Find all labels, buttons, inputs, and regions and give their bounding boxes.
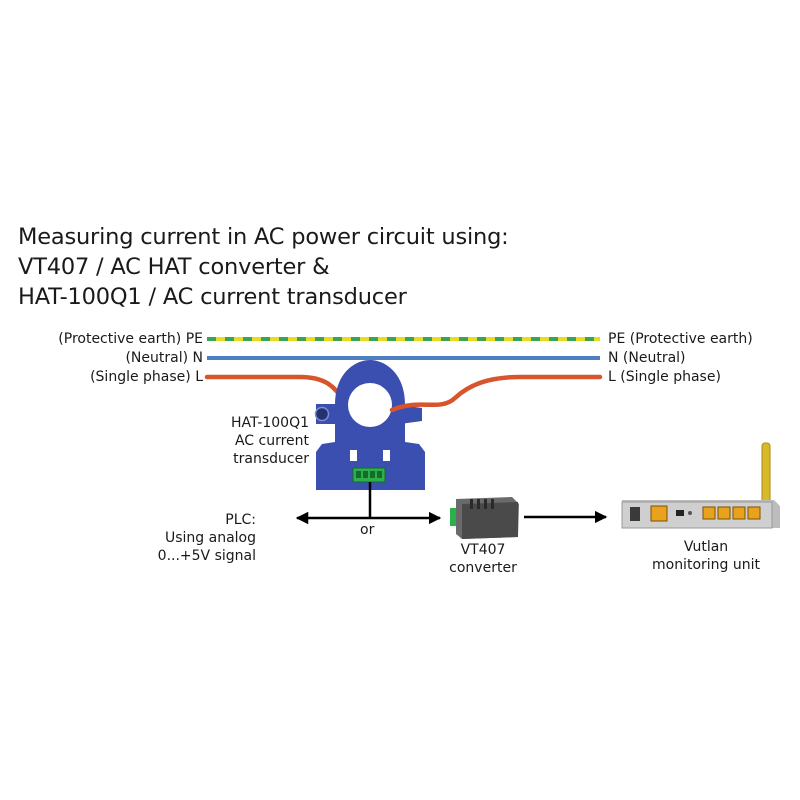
monitoring-unit-label-line-1: Vutlan [683,539,729,555]
neutral-right-label: N (Neutral) [608,350,686,366]
port-icon [702,506,716,520]
current-transducer [314,360,425,490]
title-line-2: VT407 / AC HAT converter & [18,254,330,280]
plc-label-line-2: Using analog [164,530,256,546]
transducer-aperture [348,383,392,427]
title-line-1: Measuring current in AC power circuit us… [18,224,509,250]
vt407-converter-device [450,497,519,539]
phase-right-label: L (Single phase) [608,369,721,385]
vutlan-monitoring-unit [621,442,780,529]
plc-label: PLC: Using analog 0...+5V signal [158,511,256,565]
diagram-title: Measuring current in AC power circuit us… [18,222,509,312]
converter-label-line-1: VT407 [460,542,506,558]
transducer-label-line-2: AC current [234,433,309,449]
transducer-hinge-icon [314,406,330,422]
title-line-3: HAT-100Q1 / AC current transducer [18,284,407,310]
plc-label-line-3: 0...+5V signal [157,548,256,564]
monitoring-unit-label-line-2: monitoring unit [651,557,760,573]
or-label: or [360,522,375,538]
phase-left-label: (Single phase) L [90,369,203,385]
transducer-label: HAT-100Q1 AC current transducer [231,414,309,468]
pe-right-label: PE (Protective earth) [608,331,753,347]
mounting-hole-left-icon [350,450,357,461]
transducer-right-tab [400,405,422,424]
plc-label-line-1: PLC: [225,512,256,528]
port-icon [732,506,746,520]
monitoring-unit-label: Vutlan monitoring unit [636,538,776,574]
mounting-hole-right-icon [383,450,390,461]
neutral-left-label: (Neutral) N [125,350,203,366]
port-icon [717,506,731,520]
pe-left-label: (Protective earth) PE [58,331,203,347]
converter-label: VT407 converter [433,541,533,577]
transducer-label-line-3: transducer [233,451,309,467]
phase-line-right [389,374,603,413]
converter-label-line-2: converter [449,560,517,576]
port-icon [747,506,761,520]
transducer-label-line-1: HAT-100Q1 [231,415,309,431]
